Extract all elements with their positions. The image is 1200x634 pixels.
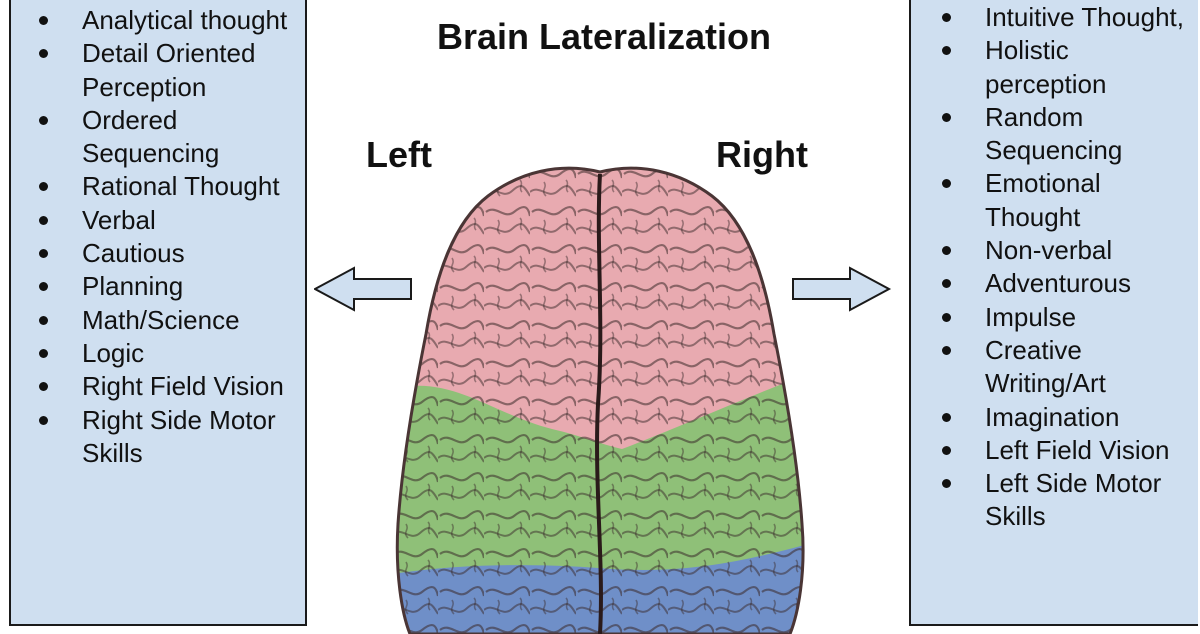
list-item: Random Sequencing — [939, 101, 1197, 168]
bullet-icon — [942, 246, 951, 256]
bullet-icon — [942, 112, 951, 122]
list-item: Verbal — [39, 204, 304, 237]
list-item: Creative Writing/Art — [939, 334, 1197, 401]
arrow-left-icon — [314, 266, 412, 312]
list-item: Left Field Vision — [939, 434, 1197, 467]
left-hemisphere-panel: Analytical thought Detail Oriented Perce… — [9, 0, 307, 626]
list-item: Holistic perception — [939, 34, 1197, 101]
bullet-icon — [39, 415, 48, 425]
bullet-icon — [39, 282, 48, 292]
bullet-icon — [942, 412, 951, 422]
list-item: Math/Science — [39, 304, 304, 337]
bullet-icon — [942, 345, 951, 355]
bullet-icon — [942, 179, 951, 189]
right-hemisphere-panel: Intuitive Thought, Holistic perception R… — [909, 0, 1198, 626]
bullet-icon — [39, 348, 48, 358]
list-item: Impulse — [939, 301, 1197, 334]
list-item: Planning — [39, 270, 304, 303]
right-traits-list: Intuitive Thought, Holistic perception R… — [939, 1, 1197, 534]
left-traits-list: Analytical thought Detail Oriented Perce… — [39, 4, 304, 470]
right-hemisphere-label: Right — [716, 134, 808, 175]
list-item: Analytical thought — [39, 4, 304, 37]
list-item: Non-verbal — [939, 234, 1197, 267]
page-title: Brain Lateralization — [436, 16, 772, 57]
list-item: Detail Oriented Perception — [39, 37, 304, 104]
bullet-icon — [39, 315, 48, 325]
bullet-icon — [942, 13, 951, 22]
list-item: Right Field Vision — [39, 370, 304, 403]
brain-illustration — [395, 166, 805, 634]
left-hemisphere-label: Left — [366, 134, 432, 175]
bullet-icon — [39, 249, 48, 259]
bullet-icon — [39, 115, 48, 125]
arrow-right-icon — [792, 266, 892, 312]
list-item: Emotional Thought — [939, 167, 1197, 234]
bullet-icon — [39, 182, 48, 192]
list-item: Right Side Motor Skills — [39, 404, 304, 471]
list-item: Left Side Motor Skills — [939, 467, 1197, 534]
bullet-icon — [39, 215, 48, 225]
bullet-icon — [942, 279, 951, 289]
list-item: Cautious — [39, 237, 304, 270]
bullet-icon — [942, 445, 951, 455]
list-item: Intuitive Thought, — [939, 1, 1197, 34]
list-item: Logic — [39, 337, 304, 370]
bullet-icon — [39, 16, 48, 25]
list-item: Ordered Sequencing — [39, 104, 304, 171]
bullet-icon — [942, 46, 951, 56]
list-item: Rational Thought — [39, 170, 304, 203]
bullet-icon — [39, 49, 48, 59]
list-item: Adventurous — [939, 267, 1197, 300]
bullet-icon — [39, 382, 48, 392]
list-item: Imagination — [939, 401, 1197, 434]
bullet-icon — [942, 479, 951, 489]
bullet-icon — [942, 312, 951, 322]
